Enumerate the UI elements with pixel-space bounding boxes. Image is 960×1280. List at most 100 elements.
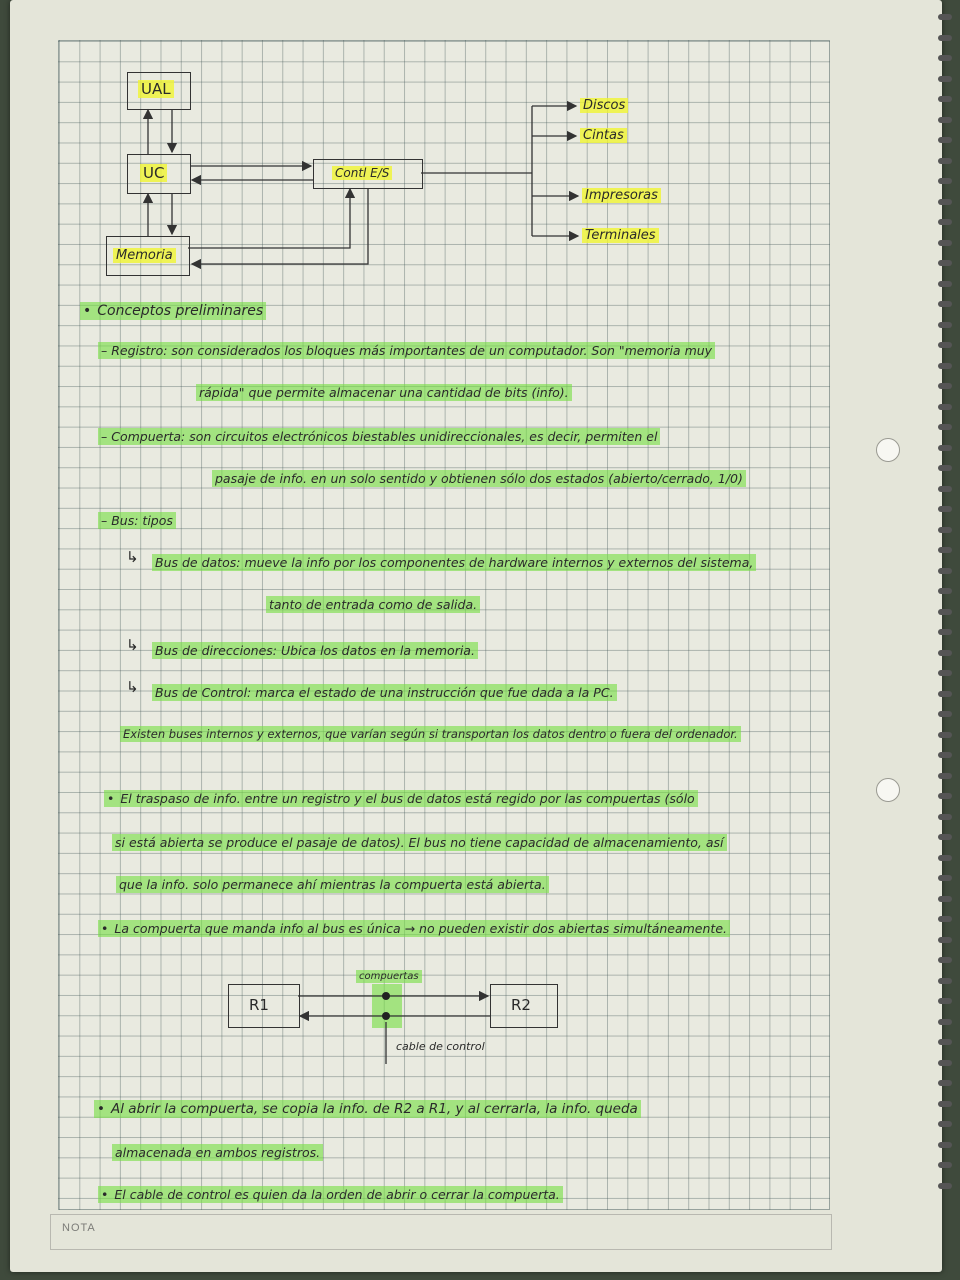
bus-datos-line-2: tanto de entrada como de salida. (266, 596, 481, 613)
control-label: Contl E/S (332, 166, 393, 180)
bullet-2: •La compuerta que manda info al bus es ú… (98, 920, 730, 937)
spiral-ring (938, 239, 952, 246)
compuerta-line-2: pasaje de info. en un solo sentido y obt… (212, 470, 746, 487)
spiral-ring (938, 424, 952, 430)
section-title: •Conceptos preliminares (80, 302, 267, 320)
spiral-ring (938, 137, 952, 143)
spiral-ring (938, 1018, 952, 1025)
r2-box: R2 (490, 984, 558, 1028)
punch-hole-top (876, 438, 900, 462)
bus-ctrl-label: Bus de Control: (155, 685, 252, 700)
spiral-ring (938, 1121, 952, 1127)
spiral-ring (938, 731, 952, 738)
punch-hole-bottom (876, 778, 900, 802)
control-box: Contl E/S (313, 159, 423, 189)
spiral-ring (938, 178, 952, 184)
spiral-ring (938, 55, 952, 61)
spiral-ring (938, 690, 952, 697)
bus-datos-label: Bus de datos: (155, 555, 241, 570)
r1-box: R1 (228, 984, 300, 1028)
bullet-1-line-3: que la info. solo permanece ahí mientras… (116, 876, 549, 893)
spiral-ring (938, 1182, 952, 1189)
spiral-ring (938, 1141, 952, 1148)
bullet-1-line-1: •El traspaso de info. entre un registro … (104, 790, 698, 807)
spiral-ring (938, 321, 952, 328)
spiral-ring (938, 998, 952, 1004)
output-impresoras: Impresoras (582, 188, 661, 203)
output-discos: Discos (580, 98, 629, 113)
tree-branch-3: ↳ (126, 678, 139, 696)
compuerta-label: Compuerta: (111, 429, 186, 444)
spiral-ring (938, 936, 952, 943)
uc-box: UC (127, 154, 191, 194)
bus-ctrl-line: Bus de Control: marca el estado de una i… (152, 684, 617, 701)
cable-label: cable de control (396, 1040, 485, 1053)
spiral-ring (938, 465, 952, 471)
spiral-ring (938, 383, 952, 389)
registro-line-1: – Registro: son considerados los bloques… (98, 342, 716, 359)
spiral-ring (938, 1059, 952, 1066)
spiral-ring (938, 670, 952, 676)
spiral-ring (938, 34, 952, 41)
compuerta-line-1: – Compuerta: son circuitos electrónicos … (98, 428, 661, 445)
spiral-ring (938, 362, 952, 369)
spiral-ring (938, 506, 952, 512)
ual-label: UAL (138, 80, 174, 98)
uc-label: UC (140, 164, 168, 182)
r2-label: R2 (511, 996, 531, 1014)
output-terminales: Terminales (582, 228, 659, 243)
memoria-box: Memoria (106, 236, 190, 276)
bus-dir-label: Bus de direcciones: (155, 643, 278, 658)
spiral-ring (938, 1162, 952, 1168)
ual-box: UAL (127, 72, 191, 110)
spiral-ring (938, 342, 952, 348)
spiral-ring (938, 301, 952, 307)
spiral-ring (938, 14, 952, 20)
spiral-ring (938, 875, 952, 881)
spiral-ring (938, 629, 952, 635)
spiral-ring (938, 526, 952, 533)
bullet-1-line-2: si está abierta se produce el pasaje de … (112, 834, 727, 851)
spiral-ring (938, 711, 952, 717)
spiral-ring (938, 813, 952, 820)
bullet-3-line-1: •Al abrir la compuerta, se copia la info… (94, 1100, 641, 1118)
spiral-ring (938, 895, 952, 902)
spiral-ring (938, 752, 952, 758)
spiral-ring (938, 96, 952, 102)
bus-dir-line: Bus de direcciones: Ubica los datos en l… (152, 642, 478, 659)
bullet-3-line-2: almacenada en ambos registros. (112, 1144, 324, 1161)
bullet-4: •El cable de control es quien da la orde… (98, 1186, 563, 1203)
grid-area (58, 40, 830, 1210)
spiral-ring (938, 280, 952, 287)
tree-branch-1: ↳ (126, 548, 139, 566)
spiral-ring (938, 608, 952, 615)
registro-label: Registro: (111, 343, 168, 358)
spiral-ring (938, 1039, 952, 1045)
spiral-ring (938, 116, 952, 123)
compuertas-label: compuertas (356, 970, 422, 983)
memoria-label: Memoria (113, 248, 176, 263)
bus-datos-line-1: Bus de datos: mueve la info por los comp… (152, 554, 757, 571)
spiral-ring (938, 957, 952, 963)
spiral-ring (938, 649, 952, 656)
spiral-ring (938, 444, 952, 451)
spiral-ring (938, 854, 952, 861)
spiral-ring (938, 1080, 952, 1086)
spiral-ring (938, 916, 952, 922)
spiral-ring (938, 547, 952, 553)
spiral-ring (938, 588, 952, 594)
spiral-ring (938, 772, 952, 779)
r1-label: R1 (249, 996, 269, 1014)
spiral-ring (938, 260, 952, 266)
tree-branch-2: ↳ (126, 636, 139, 654)
spiral-ring (938, 403, 952, 410)
spiral-ring (938, 157, 952, 164)
spiral-ring (938, 485, 952, 492)
spiral-ring (938, 793, 952, 799)
nota-label: NOTA (62, 1222, 96, 1234)
output-cintas: Cintas (580, 128, 627, 143)
spiral-ring (938, 567, 952, 574)
registro-line-2: rápida" que permite almacenar una cantid… (196, 384, 572, 401)
spiral-ring (938, 219, 952, 225)
spiral-ring (938, 1100, 952, 1107)
